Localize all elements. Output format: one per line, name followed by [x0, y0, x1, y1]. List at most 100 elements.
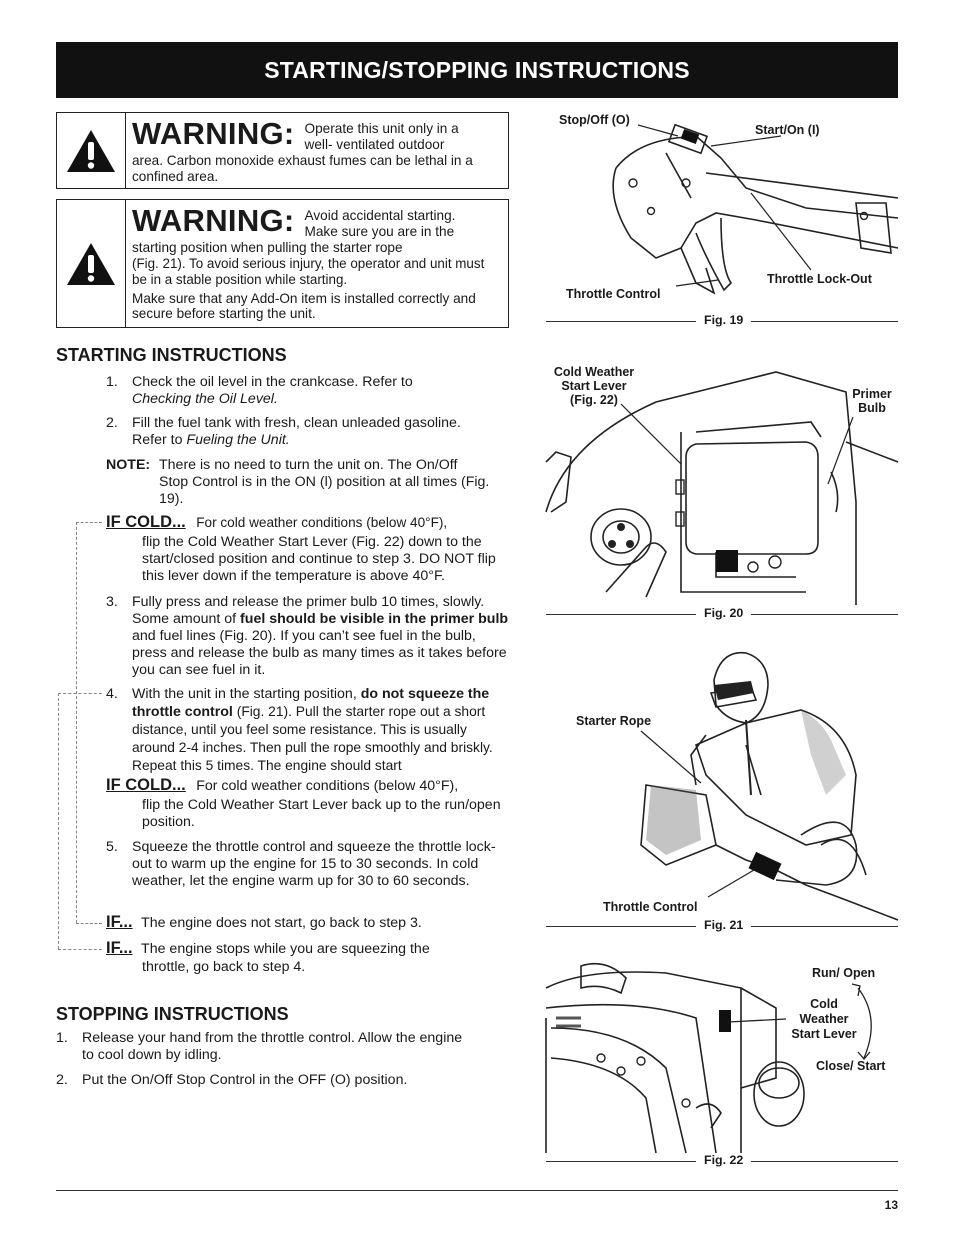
step-1-number: 1.	[106, 374, 118, 390]
step-2: Fill the fuel tank with fresh, clean unl…	[132, 415, 512, 449]
step-1-reference: Checking the Oil Level.	[132, 391, 278, 407]
handle-illustration	[612, 123, 899, 295]
if-engine-stops-text-b: throttle, go back to step 4.	[142, 959, 306, 975]
operator-starting-illustration	[640, 651, 899, 921]
starting-instructions-heading: STARTING INSTRUCTIONS	[56, 345, 287, 365]
stop-step-2-number: 2.	[56, 1072, 68, 1088]
stop-step-2-text: Put the On/Off Stop Control in the OFF (…	[82, 1072, 408, 1088]
bulb-text: Bulb	[858, 401, 886, 415]
start-on-label: Start/On (I)	[755, 123, 820, 137]
primer-bulb-label: Primer Bulb	[844, 387, 900, 415]
warning1-text-a: Operate this unit only in a	[304, 121, 459, 136]
warning-box-carbon-monoxide: WARNING: Operate this unit only in a wel…	[56, 112, 509, 189]
if-cold-label: IF COLD...	[106, 513, 186, 531]
warning1-text-b: well- ventilated outdoor	[304, 137, 445, 152]
caption-rule	[546, 321, 696, 322]
figure-22: Run/ Open Cold Weather Start Lever Close…	[545, 958, 898, 1173]
step-3-number: 3.	[106, 594, 118, 610]
warning-label: WARNING:	[132, 116, 295, 151]
throttle-control-label: Throttle Control	[566, 287, 661, 301]
cold-weather-lever-illustration	[545, 962, 872, 1154]
caption-rule	[546, 926, 696, 927]
weather-text: Weather	[799, 1012, 849, 1026]
warning-label: WARNING:	[132, 203, 295, 238]
figure-20: Cold Weather Start Lever (Fig. 22) Prime…	[545, 362, 900, 627]
figure-19: Stop/Off (O) Start/On (I) Throttle Lock-…	[546, 108, 899, 333]
if-engine-stops-text-a: The engine stops while you are squeezing…	[141, 941, 430, 957]
footer-rule	[56, 1190, 898, 1191]
warning2-text-a: Avoid accidental starting.	[304, 208, 456, 223]
step-4-text-a: With the unit in the starting position,	[132, 686, 361, 702]
banner-title: STARTING/STOPPING INSTRUCTIONS	[264, 56, 690, 83]
if-label: IF...	[106, 913, 133, 931]
page-number: 13	[884, 1198, 898, 1212]
step-4-emphasis: do not squeeze the throttle control	[132, 686, 490, 720]
flow-connector	[58, 949, 102, 950]
if-not-start: IF... The engine does not start, go back…	[106, 913, 422, 932]
if-not-start-text: The engine does not start, go back to st…	[141, 915, 422, 931]
caption-rule	[751, 1161, 898, 1162]
step-3-text-a: Fully press and release the primer bulb …	[132, 594, 485, 627]
flow-connector	[58, 693, 59, 949]
warning-triangle-icon	[57, 200, 126, 327]
warning-box-accidental-starting: WARNING: Avoid accidental starting. Make…	[56, 199, 509, 328]
fig22-ref-text: (Fig. 22)	[570, 393, 618, 407]
if-label: IF...	[106, 939, 133, 957]
step-4-text-c: (Fig. 21). Pull the starter rope out a s…	[132, 704, 493, 773]
if-cold-label: IF COLD...	[106, 776, 186, 794]
start-lever-text: Start Lever	[561, 379, 627, 393]
fig-20-caption: Fig. 20	[704, 606, 744, 620]
if-cold-2-text-b: flip the Cold Weather Start Lever back u…	[142, 797, 501, 830]
step-1-text: Check the oil level in the crankcase. Re…	[132, 374, 413, 390]
engine-primer-illustration	[545, 371, 899, 605]
if-cold-1-text-b: flip the Cold Weather Start Lever (Fig. …	[142, 534, 496, 584]
step-2-number: 2.	[106, 415, 118, 431]
figure-21: Starter Rope Throttle Control Fig. 21	[546, 645, 899, 935]
throttle-control-label: Throttle Control	[603, 900, 698, 914]
warning2-text-b: Make sure you are in the	[304, 224, 455, 239]
fig-19-caption: Fig. 19	[704, 313, 744, 327]
start-lever-text: Start Lever	[791, 1027, 857, 1041]
step-2-text: Fill the fuel tank with fresh, clean unl…	[132, 415, 461, 431]
cold-weather-start-lever-label: Cold Weather Start Lever	[784, 997, 864, 1042]
if-cold-2-text-a: For cold weather conditions (below 40°F)…	[196, 778, 459, 794]
run-open-label: Run/ Open	[812, 966, 876, 980]
close-start-label: Close/ Start	[816, 1059, 886, 1073]
step-3: Fully press and release the primer bulb …	[132, 594, 512, 679]
caption-rule	[751, 614, 898, 615]
if-cold-2: IF COLD... For cold weather conditions (…	[106, 776, 458, 795]
caption-rule	[546, 614, 696, 615]
stop-step-1-number: 1.	[56, 1030, 68, 1046]
cold-weather-text: Cold Weather	[553, 365, 635, 379]
caption-rule	[751, 926, 898, 927]
warning2-text-c: starting position when pulling the start…	[132, 240, 403, 255]
note: There is no need to turn the unit on. Th…	[159, 457, 509, 508]
if-engine-stops: IF... The engine stops while you are squ…	[106, 939, 430, 958]
step-2-refer: Refer to	[132, 432, 187, 448]
stopping-instructions-heading: STOPPING INSTRUCTIONS	[56, 1004, 289, 1024]
caption-rule	[751, 321, 898, 322]
fig-22-caption: Fig. 22	[704, 1153, 744, 1167]
primer-text: Primer	[852, 387, 892, 401]
note-label: NOTE:	[106, 457, 151, 473]
fig-21-caption: Fig. 21	[704, 918, 744, 932]
cold-weather-lever-label: Cold Weather Start Lever (Fig. 22)	[548, 365, 640, 407]
flow-connector	[76, 522, 77, 923]
throttle-lockout-label: Throttle Lock-Out	[767, 272, 872, 286]
section-banner: STARTING/STOPPING INSTRUCTIONS	[56, 42, 898, 98]
step-4-number: 4.	[106, 686, 118, 702]
warning2-text-d: (Fig. 21). To avoid serious injury, the …	[132, 256, 485, 287]
cold-text: Cold	[810, 997, 838, 1011]
step-5-text: Squeeze the throttle control and squeeze…	[132, 839, 496, 889]
step-5-number: 5.	[106, 839, 118, 855]
flow-connector	[58, 693, 102, 694]
stop-step-1-text: Release your hand from the throttle cont…	[82, 1030, 463, 1063]
flow-connector	[76, 923, 102, 924]
if-cold-1-text-a: For cold weather conditions (below 40°F)…	[196, 515, 448, 530]
if-cold-1: IF COLD... For cold weather conditions (…	[106, 513, 447, 532]
starter-rope-label: Starter Rope	[576, 714, 652, 728]
note-text-a: There is no need to turn the unit on. Th…	[159, 457, 458, 473]
step-1: Check the oil level in the crankcase. Re…	[132, 374, 512, 408]
caption-rule	[546, 1161, 696, 1162]
warning2-text-e: Make sure that any Add-On item is instal…	[132, 291, 476, 321]
